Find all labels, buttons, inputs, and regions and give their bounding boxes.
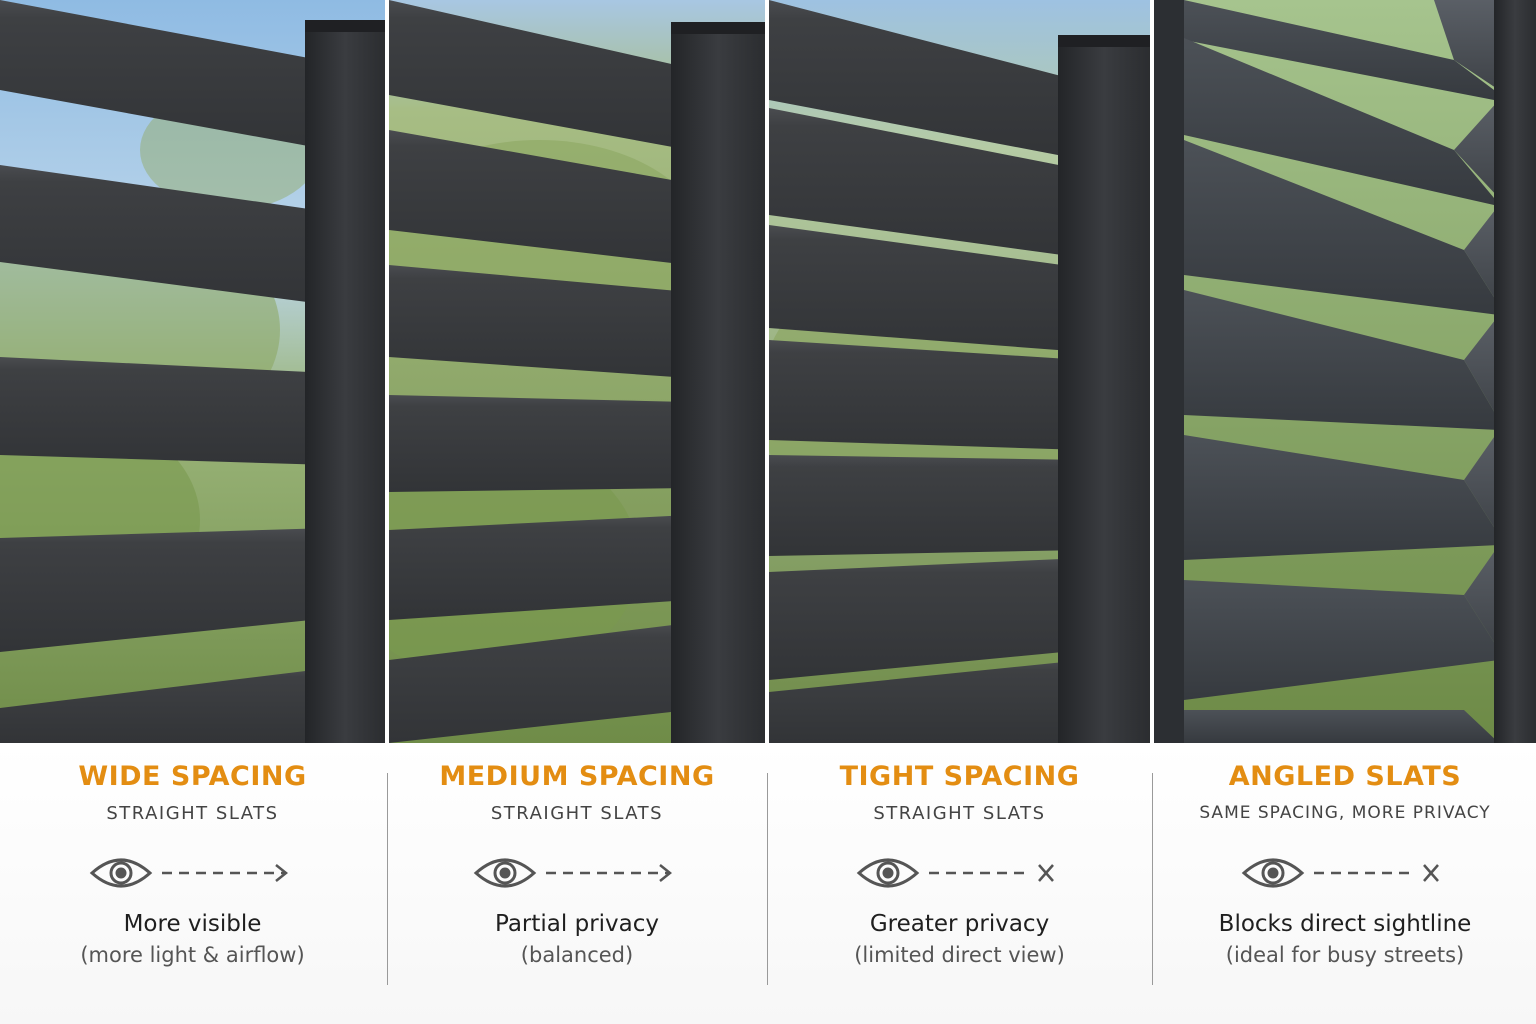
caption-tight-spacing: TIGHT SPACING STRAIGHT SLATS Greater pri…	[769, 743, 1150, 1024]
fence-post	[1494, 0, 1536, 743]
fence-slats	[0, 0, 330, 743]
wide-spacing-fence-illustration	[0, 0, 385, 743]
dashed-line-x-icon	[1314, 864, 1439, 882]
option-effect-detail: (ideal for busy streets)	[1225, 943, 1465, 967]
column-divider	[1152, 773, 1153, 985]
fence-photo-medium-spacing	[389, 0, 765, 743]
fence-photo-row	[0, 0, 1536, 743]
option-title: ANGLED SLATS	[1228, 761, 1462, 792]
caption-row	[0, 743, 1536, 1024]
angled-slats-fence-illustration	[1154, 0, 1536, 743]
fence-post	[305, 20, 385, 743]
tight-spacing-fence-illustration	[769, 0, 1150, 743]
eye-icon	[473, 858, 537, 888]
fence-slats	[389, 0, 689, 743]
eye-icon	[856, 858, 919, 888]
dashed-arrow-icon	[161, 864, 288, 882]
left-frame	[1154, 0, 1184, 743]
column-divider	[387, 773, 388, 985]
option-effect-detail: (limited direct view)	[854, 943, 1065, 967]
option-effect-detail: (more light & airflow)	[80, 943, 305, 967]
medium-spacing-fence-illustration	[389, 0, 765, 743]
fence-photo-angled-slats	[1154, 0, 1536, 743]
dashed-arrow-icon	[546, 864, 673, 882]
open-view-indicator	[89, 858, 288, 888]
caption-medium-spacing: MEDIUM SPACING STRAIGHT SLATS Partial pr…	[389, 743, 765, 1024]
fence-louvers	[1184, 0, 1499, 743]
option-effect: Partial privacy	[495, 911, 659, 937]
eye-icon	[1241, 858, 1305, 888]
option-subtitle: SAME SPACING, MORE PRIVACY	[1199, 803, 1491, 823]
option-effect: Greater privacy	[869, 911, 1050, 937]
option-subtitle: STRAIGHT SLATS	[490, 803, 664, 824]
option-effect: More visible	[123, 911, 262, 937]
eye-icon	[89, 858, 152, 888]
option-effect: Blocks direct sightline	[1218, 911, 1472, 937]
blocked-view-indicator	[856, 858, 1054, 888]
option-subtitle: STRAIGHT SLATS	[106, 803, 279, 824]
option-title: TIGHT SPACING	[839, 761, 1080, 792]
option-title: WIDE SPACING	[78, 761, 307, 792]
fence-photo-wide-spacing	[0, 0, 385, 743]
fence-post	[1058, 35, 1150, 743]
open-view-indicator	[473, 858, 673, 888]
caption-angled-slats: ANGLED SLATS SAME SPACING, MORE PRIVACY …	[1154, 743, 1536, 1024]
fence-post	[671, 22, 765, 743]
option-effect-detail: (balanced)	[520, 943, 634, 967]
fence-slats	[769, 0, 1084, 743]
dashed-line-x-icon	[928, 864, 1054, 882]
caption-wide-spacing: WIDE SPACING STRAIGHT SLATS More visible…	[0, 743, 385, 1024]
option-title: MEDIUM SPACING	[439, 761, 715, 792]
option-subtitle: STRAIGHT SLATS	[873, 803, 1046, 824]
fence-photo-tight-spacing	[769, 0, 1150, 743]
blocked-view-indicator	[1241, 858, 1439, 888]
column-divider	[767, 773, 768, 985]
